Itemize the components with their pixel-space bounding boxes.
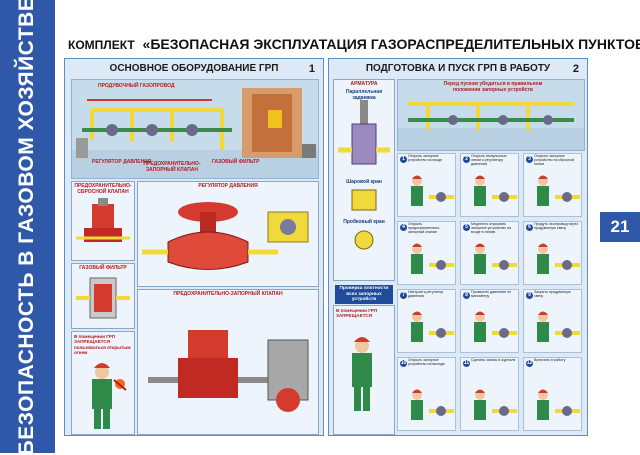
pressure-regulator-section: РЕГУЛЯТОР ДАВЛЕНИЯ: [137, 181, 319, 287]
kit-label: КОМПЛЕКТ: [68, 38, 135, 52]
gas-filter-section: ГАЗОВЫЙ ФИЛЬТР: [71, 263, 135, 329]
panel-main-equipment: ОСНОВНОЕ ОБОРУДОВАНИЕ ГРП 1 ПРОДУВОЧНЫЙ …: [64, 58, 324, 436]
step-text: Медленно открывать запорное устройство н…: [471, 222, 512, 234]
ball-valve-label: Шаровой кран: [346, 179, 382, 185]
pzk-section: ПРЕДОХРАНИТЕЛЬНО-ЗАПОРНЫЙ КЛАПАН: [137, 289, 319, 435]
grp-room-illustration: [72, 88, 318, 178]
step-text: Закрыть продувочную свечу: [534, 290, 571, 298]
step-card: 12 Включить в работу: [523, 357, 582, 431]
step-card: 10 Открыть запорное устройство на выходе: [397, 357, 456, 431]
panel1-title: ОСНОВНОЕ ОБОРУДОВАНИЕ ГРП: [109, 63, 279, 74]
pzk-drawing: [148, 330, 309, 412]
label-purge-pipe: ПРОДУВОЧНЫЙ ГАЗОПРОВОД: [98, 83, 175, 89]
grp-room-scene: ПРОДУВОЧНЫЙ ГАЗОПРОВОД РЕГУЛЯТОР ДАВЛЕНИ…: [71, 79, 319, 179]
step-card: 3 Открыть запорное устройство на сбросно…: [523, 153, 582, 217]
relief-valve-section: ПРЕДОХРАНИТЕЛЬНО-СБРОСНОЙ КЛАПАН: [71, 181, 135, 261]
step-number: 9: [526, 292, 533, 299]
step-number: 11: [463, 360, 470, 367]
step-card: 9 Закрыть продувочную свечу: [523, 289, 582, 353]
step-illustration: [537, 311, 580, 342]
startup-scene-note: Перед пуском убедиться в правильном поло…: [443, 81, 543, 93]
step-number: 12: [526, 360, 533, 367]
step-text: Открыть запорное устройство на сбросной …: [534, 154, 575, 166]
step-text: Открыть запорное устройство на входе: [408, 154, 443, 162]
label-filter: ГАЗОВЫЙ ФИЛЬТР: [212, 159, 260, 165]
step-illustration: [474, 311, 517, 342]
armature-title: АРМАТУРА: [350, 81, 378, 87]
step-number: 5: [463, 224, 470, 231]
startup-warning-text: В помещении ГРП ЗАПРЕЩАЕТСЯ: [336, 308, 378, 319]
kit-title: «БЕЗОПАСНАЯ ЭКСПЛУАТАЦИЯ ГАЗОРАСПРЕДЕЛИТ…: [142, 36, 640, 52]
step-illustration: [537, 243, 580, 274]
step-number: 8: [463, 292, 470, 299]
step-illustration: [411, 311, 454, 342]
step-text: Открыть предохранительно-запорный клапан: [408, 222, 441, 234]
step-number: 1: [400, 156, 407, 163]
regulator-title: РЕГУЛЯТОР ДАВЛЕНИЯ: [198, 183, 258, 189]
gate-valve-drawing: [338, 100, 390, 250]
step-card: 5 Медленно открывать запорное устройство…: [460, 221, 519, 285]
step-text: Проверить давление по манометру: [471, 290, 511, 298]
step-number: 7: [400, 292, 407, 299]
step-card: 1 Открыть запорное устройство на входе: [397, 153, 456, 217]
panel2-number: 2: [572, 63, 579, 75]
step-number: 6: [526, 224, 533, 231]
startup-scene: Перед пуском убедиться в правильном поло…: [397, 79, 585, 151]
page-number: 21: [600, 212, 640, 242]
step-illustration: [411, 243, 454, 274]
relief-valve-drawing: [76, 198, 130, 242]
armature-subtitle: Параллельная задвижка: [345, 89, 383, 101]
step-card: 6 Продуть газопровод через продувочную с…: [523, 221, 582, 285]
worker-illustration: [92, 363, 127, 429]
step-number: 3: [526, 156, 533, 163]
tightness-check-note: Проверка плотности всех запорных устройс…: [335, 285, 393, 304]
step-card: 11 Сделать запись в журнале: [460, 357, 519, 431]
panel2-title: ПОДГОТОВКА И ПУСК ГРП В РАБОТУ: [365, 63, 551, 74]
step-illustration: [474, 175, 517, 206]
step-card: 7 Настроить регулятор давления: [397, 289, 456, 353]
plug-valve-label: Пробковый кран: [343, 219, 385, 225]
step-illustration: [411, 175, 454, 206]
regulator-drawing: [142, 202, 309, 270]
relief-valve-title: ПРЕДОХРАНИТЕЛЬНО-СБРОСНОЙ КЛАПАН: [74, 183, 132, 195]
step-illustration: [474, 389, 517, 420]
gas-filter-title: ГАЗОВЫЙ ФИЛЬТР: [79, 265, 127, 271]
armature-section: АРМАТУРА Параллельная задвижка Шаровой к…: [333, 79, 395, 281]
step-card: 2 Открыть импульсные линии к регулятору …: [460, 153, 519, 217]
gas-filter-drawing: [76, 277, 130, 319]
fire-warning-text: В помещении ГРП ЗАПРЕЩАЕТСЯ пользоваться…: [74, 334, 131, 355]
panel1-number: 1: [308, 63, 315, 75]
step-card: 4 Открыть предохранительно-запорный клап…: [397, 221, 456, 285]
step-illustration: [474, 243, 517, 274]
step-card: 8 Проверить давление по манометру: [460, 289, 519, 353]
step-text: Включить в работу: [534, 358, 566, 362]
label-pzk: ПРЕДОХРАНИТЕЛЬНО-ЗАПОРНЫЙ КЛАПАН: [143, 161, 201, 173]
page-title: КОМПЛЕКТ «БЕЗОПАСНАЯ ЭКСПЛУАТАЦИЯ ГАЗОРА…: [68, 36, 640, 52]
step-number: 2: [463, 156, 470, 163]
startup-pipeline-illustration: [398, 102, 584, 150]
sidebar-title: БЕЗОПАСНОСТЬ В ГАЗОВОМ ХОЗЯЙСТВЕ: [15, 0, 38, 455]
step-illustration: [537, 175, 580, 206]
step-illustration: [537, 389, 580, 420]
step-illustration: [411, 389, 454, 420]
pzk-title: ПРЕДОХРАНИТЕЛЬНО-ЗАПОРНЫЙ КЛАПАН: [173, 291, 283, 297]
step-text: Открыть импульсные линии к регулятору да…: [471, 154, 507, 166]
worker-2-illustration: [352, 337, 372, 411]
fire-warning-section: В помещении ГРП ЗАПРЕЩАЕТСЯ пользоваться…: [71, 331, 135, 435]
step-number: 10: [400, 360, 407, 367]
step-text: Продуть газопровод через продувочную све…: [534, 222, 578, 230]
sidebar: БЕЗОПАСНОСТЬ В ГАЗОВОМ ХОЗЯЙСТВЕ: [0, 0, 55, 455]
step-text: Настроить регулятор давления: [408, 290, 444, 298]
step-number: 4: [400, 224, 407, 231]
step-text: Сделать запись в журнале: [471, 358, 516, 362]
label-regulator: РЕГУЛЯТОР ДАВЛЕНИЯ: [92, 159, 152, 165]
startup-warning-section: В помещении ГРП ЗАПРЕЩАЕТСЯ: [333, 305, 395, 435]
step-text: Открыть запорное устройство на выходе: [408, 358, 445, 366]
panel-startup: ПОДГОТОВКА И ПУСК ГРП В РАБОТУ 2 АРМАТУР…: [328, 58, 588, 436]
